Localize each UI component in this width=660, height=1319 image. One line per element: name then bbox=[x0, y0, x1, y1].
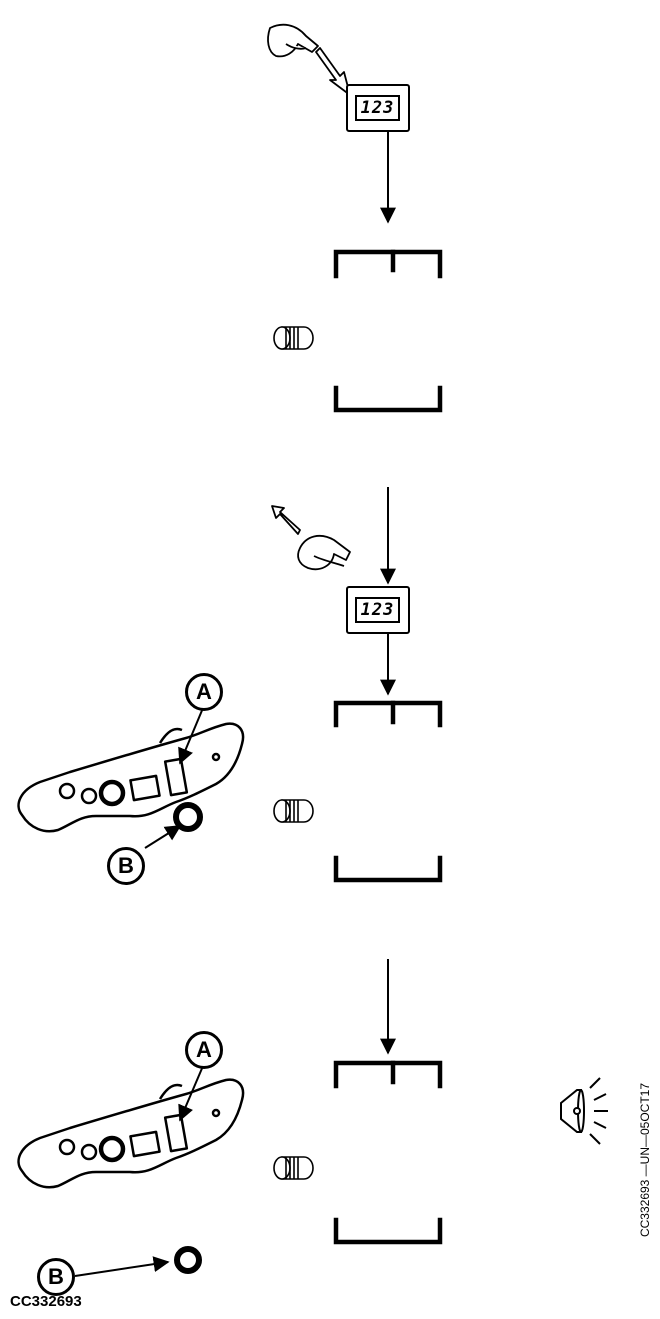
callout-b-leader-1 bbox=[144, 825, 182, 849]
linkage-bracket-icon bbox=[17, 722, 245, 833]
side-code: CC332693 —UN—05OCT17 bbox=[638, 1082, 652, 1238]
linkage-bracket-icon bbox=[17, 1078, 245, 1189]
keypad-digits: 123 bbox=[360, 600, 395, 620]
keypad-digits: 123 bbox=[360, 98, 395, 118]
keypad-button[interactable]: 123 bbox=[346, 586, 410, 634]
callout-b: B bbox=[37, 1258, 75, 1296]
callout-b-leader-2 bbox=[74, 1256, 170, 1277]
coin-stack-icon bbox=[273, 799, 314, 823]
detached-part-b bbox=[174, 1246, 202, 1274]
coin-stack-icon bbox=[273, 326, 314, 350]
speaker-icon bbox=[560, 1077, 608, 1145]
lcd-bracket-top bbox=[333, 249, 443, 1089]
figure-id: CC332693 bbox=[10, 1293, 82, 1310]
lcd-bracket-bottom bbox=[333, 385, 443, 1245]
coin-stack-icon bbox=[273, 1156, 314, 1180]
callout-a: A bbox=[185, 1031, 223, 1069]
pointing-hand-icon bbox=[267, 23, 351, 96]
release-hand-icon bbox=[271, 505, 351, 571]
callout-a-leader-1 bbox=[178, 707, 204, 765]
callout-a-leader-2 bbox=[178, 1065, 204, 1122]
callout-a: A bbox=[185, 673, 223, 711]
callout-b: B bbox=[107, 847, 145, 885]
keypad-button[interactable]: 123 bbox=[346, 84, 410, 132]
